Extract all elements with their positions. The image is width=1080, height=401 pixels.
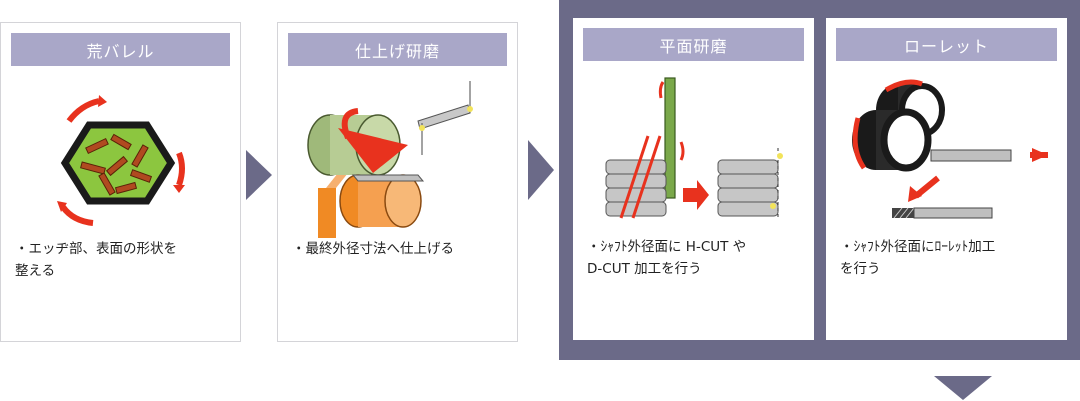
step-card-finish-grinding: 仕上げ研磨 ・最終外径寸法へ仕上げる [277,22,518,342]
step-title: 仕上げ研磨 [288,33,507,66]
step-card-rough-barrel: 荒バレル ・エッヂ部、表面の形状を 整える [0,22,241,342]
step-description: ・ｼｬﾌﾄ外径面に H-CUT や D-CUT 加工を行う [587,239,747,277]
step-title: ローレット [836,28,1057,61]
step-card-flat-grinding: 平面研磨 ・ｼｬﾌﾄ外径面に H-CUT や D-CUT 加工を行う [573,18,814,340]
next-step-arrow [246,150,272,200]
step-description: ・エッヂ部、表面の形状を 整える [15,241,177,279]
step-title: 平面研磨 [583,28,804,61]
step-description: ・最終外径寸法へ仕上げる [292,241,454,257]
roller-grinding-icon [307,81,473,238]
step-description: ・ｼｬﾌﾄ外径面にﾛｰﾚｯﾄ加工 を行う [840,239,996,277]
step-title: 荒バレル [11,33,230,66]
knurling-icon [852,79,1048,219]
flat-grinding-icon [605,77,783,219]
down-arrow [934,376,992,400]
step-card-knurling: ローレット ・ｼｬﾌﾄ外径面にﾛｰﾚｯﾄ加工 を行う [826,18,1067,340]
hexagon-barrel-icon [57,95,185,226]
next-step-arrow [528,140,554,200]
